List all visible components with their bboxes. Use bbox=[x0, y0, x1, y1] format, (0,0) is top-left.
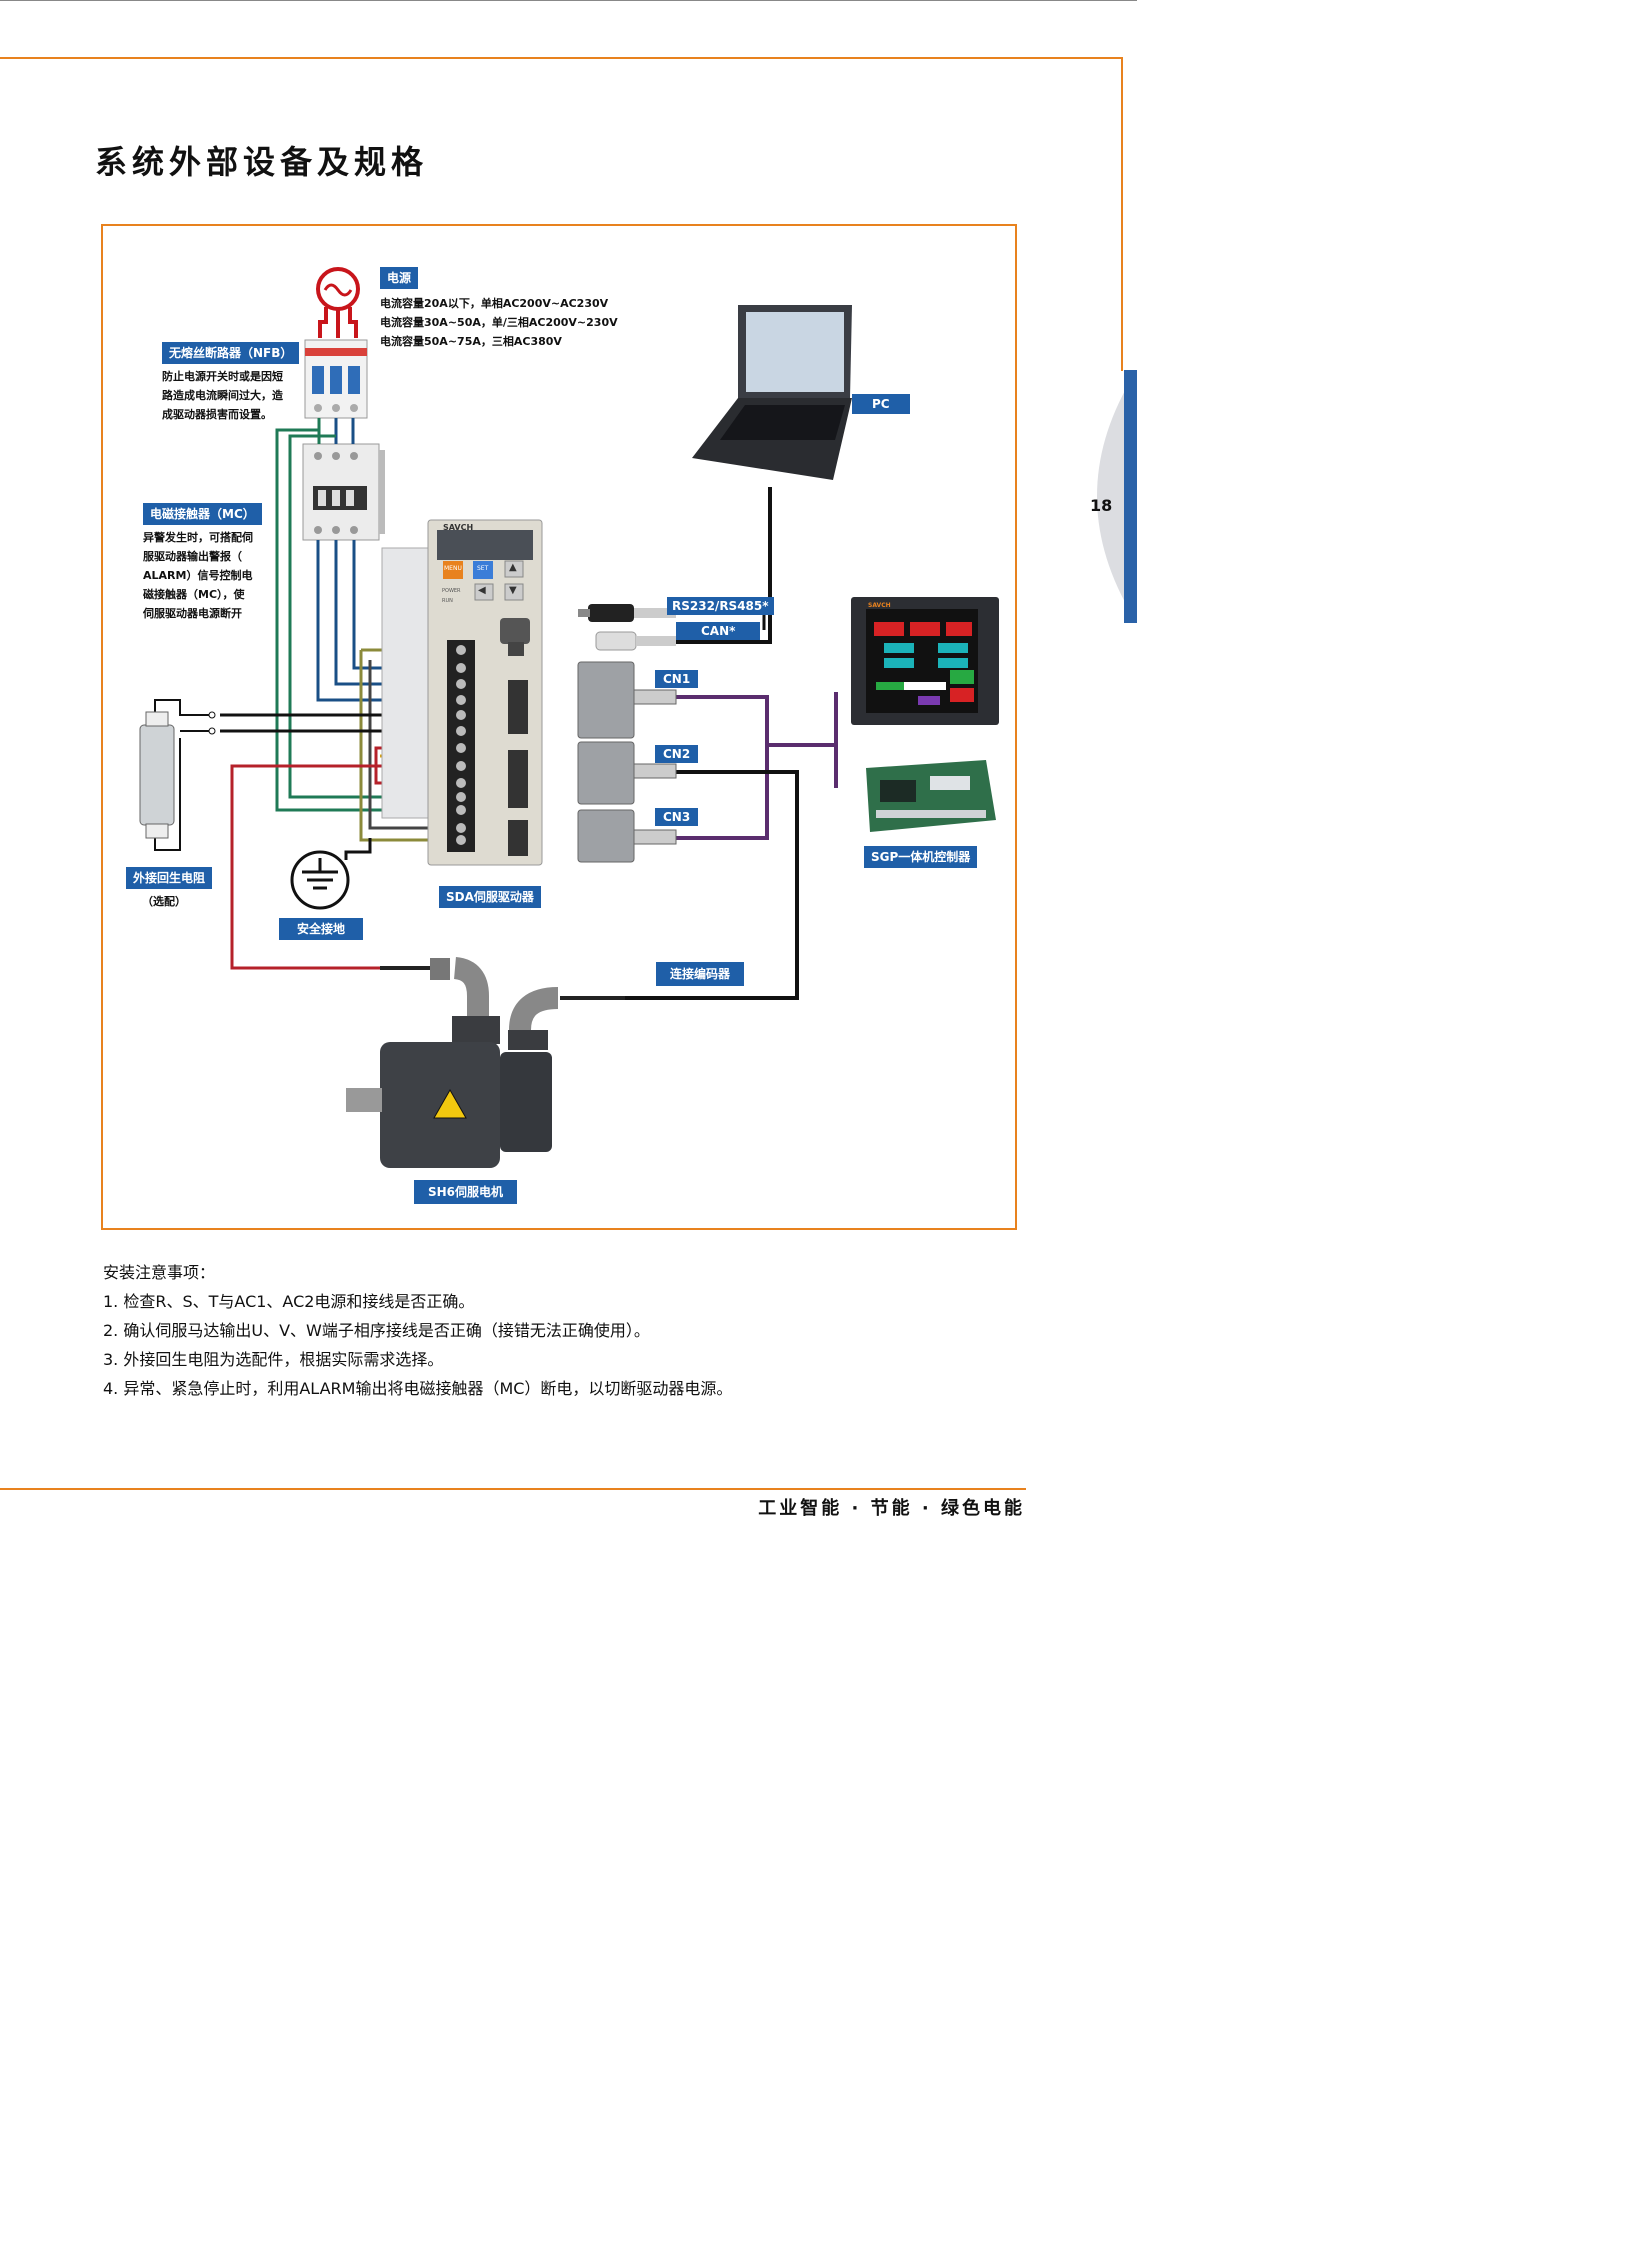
note-item-4: 4. 异常、紧急停止时，利用ALARM输出将电磁接触器（MC）断电，以切断驱动器… bbox=[103, 1379, 733, 1398]
drive-power-led: POWER bbox=[442, 588, 461, 594]
power-tag: 电源 bbox=[380, 267, 419, 289]
drive-down-key: ▼ bbox=[509, 585, 517, 596]
cn2-tag: CN2 bbox=[655, 745, 699, 763]
mc-tag: 电磁接触器（MC） bbox=[143, 503, 262, 525]
sgp-logo: SAVCH bbox=[868, 602, 891, 609]
nfb-tag: 无熔丝断路器（NFB） bbox=[162, 342, 300, 364]
can-tag: CAN* bbox=[676, 622, 761, 640]
notes-heading: 安装注意事项： bbox=[103, 1263, 216, 1282]
sgp-tag: SGP一体机控制器 bbox=[864, 846, 978, 868]
mc-desc-4: 磁接触器（MC），使 bbox=[143, 588, 245, 601]
comm-cables-icon bbox=[578, 604, 676, 651]
note-item-1: 1. 检查R、S、T与AC1、AC2电源和接线是否正确。 bbox=[103, 1292, 475, 1311]
cn-connectors-icon bbox=[577, 661, 677, 863]
power-spec-3: 电流容量50A~75A，三相AC380V bbox=[380, 335, 562, 348]
servo-motor-icon bbox=[346, 957, 625, 1168]
drive-run-led: RUN bbox=[442, 598, 453, 604]
mc-contactor-icon bbox=[302, 443, 385, 541]
drive-left-key: ◀ bbox=[478, 585, 486, 596]
sgp-hmi-icon bbox=[851, 597, 999, 725]
footer-slogan: 工业智能 · 节能 · 绿色电能 bbox=[758, 1498, 1025, 1519]
mc-desc-3: ALARM）信号控制电 bbox=[143, 569, 253, 582]
diagram-frame bbox=[101, 224, 1017, 1230]
right-orange-line bbox=[1121, 57, 1123, 371]
motor-tag: SH6伺服电机 bbox=[414, 1180, 518, 1204]
mc-desc-5: 伺服驱动器电源断开 bbox=[143, 607, 242, 620]
installation-notes: 安装注意事项： 1. 检查R、S、T与AC1、AC2电源和接线是否正确。 2. … bbox=[103, 1258, 732, 1403]
mc-desc-1: 异警发生时，可搭配伺 bbox=[143, 531, 253, 544]
ground-tag: 安全接地 bbox=[279, 918, 364, 940]
top-rule bbox=[0, 0, 1137, 1]
page-title: 系统外部设备及规格 bbox=[95, 143, 429, 181]
nfb-desc-3: 成驱动器损害而设置。 bbox=[162, 408, 272, 421]
footer-orange-line bbox=[0, 1488, 1026, 1490]
power-spec-2: 电流容量30A~50A，单/三相AC200V~230V bbox=[380, 316, 618, 329]
page-tab-shape bbox=[1097, 370, 1137, 623]
mc-desc-2: 服驱动器输出警报（ bbox=[143, 550, 242, 563]
nfb-desc-1: 防止电源开关时或是因短 bbox=[162, 370, 283, 383]
note-item-3: 3. 外接回生电阻为选配件，根据实际需求选择。 bbox=[103, 1350, 444, 1369]
pc-laptop-icon bbox=[692, 305, 852, 480]
resistor-sub: （选配） bbox=[142, 895, 186, 908]
nfb-breaker-icon bbox=[304, 339, 368, 419]
cn3-tag: CN3 bbox=[655, 808, 699, 826]
regen-resistor-icon bbox=[139, 699, 216, 851]
note-item-2: 2. 确认伺服马达输出U、V、W端子相序接线是否正确（接错无法正确使用）。 bbox=[103, 1321, 650, 1340]
drive-menu-key: MENU bbox=[444, 565, 462, 572]
wiring-diagram bbox=[139, 267, 999, 1168]
drive-logo: SAVCH bbox=[443, 523, 474, 532]
servo-drive-icon bbox=[381, 519, 543, 866]
ac-source-icon bbox=[316, 267, 360, 338]
resistor-tag: 外接回生电阻 bbox=[126, 867, 213, 889]
rs-tag: RS232/RS485* bbox=[667, 597, 774, 615]
power-spec-1: 电流容量20A以下，单相AC200V~AC230V bbox=[380, 297, 609, 310]
drive-up-key: ▲ bbox=[509, 562, 517, 573]
ground-symbol-icon bbox=[290, 838, 372, 910]
nfb-desc-2: 路造成电流瞬间过大，造 bbox=[162, 389, 283, 402]
page-tab: 18 bbox=[1082, 370, 1137, 623]
cn1-tag: CN1 bbox=[655, 670, 699, 688]
encoder-tag: 连接编码器 bbox=[656, 962, 745, 986]
pc-tag: PC bbox=[852, 394, 910, 414]
drive-tag: SDA伺服驱动器 bbox=[439, 886, 541, 908]
header-orange-line bbox=[0, 57, 1123, 59]
drive-set-key: SET bbox=[477, 565, 489, 572]
sgp-controller-board-icon bbox=[866, 760, 996, 832]
page-number: 18 bbox=[1090, 496, 1113, 515]
